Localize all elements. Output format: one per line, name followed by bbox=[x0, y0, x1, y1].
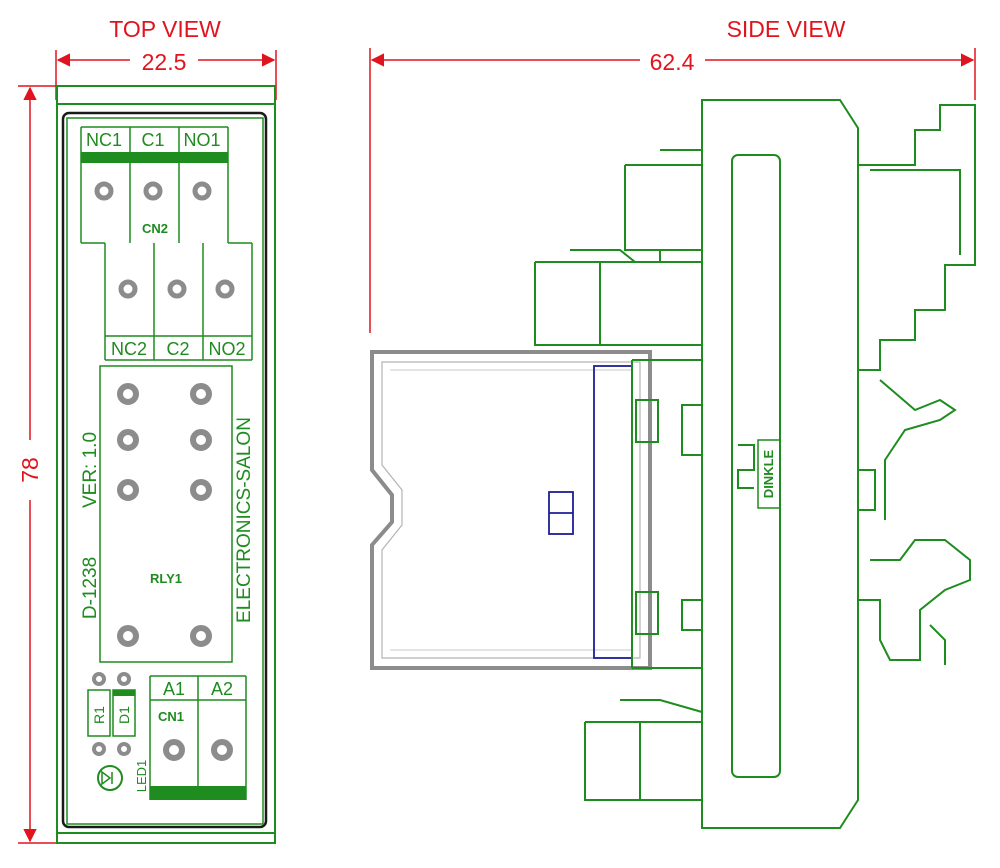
version-text: VER: 1.0 bbox=[80, 432, 101, 508]
dinkle-logo: DINKLE bbox=[737, 439, 781, 509]
terminal-screw-a2 bbox=[211, 739, 233, 761]
d1-label: D1 bbox=[116, 706, 132, 724]
terminal-screw-a1 bbox=[163, 739, 185, 761]
terminal-a1-label: A1 bbox=[163, 679, 185, 699]
top-view-housing bbox=[56, 85, 276, 844]
cn2-top-terminals: NC1 C1 NO1 CN2 bbox=[80, 126, 229, 244]
din-module-outline bbox=[534, 99, 976, 829]
terminal-no2-label: NO2 bbox=[208, 339, 245, 359]
relay-label: RLY1 bbox=[150, 571, 182, 586]
height-value: 78 bbox=[17, 457, 43, 483]
terminal-nc1-label: NC1 bbox=[86, 130, 122, 150]
width-dimension: 22.5 bbox=[55, 49, 277, 100]
relay-body bbox=[548, 365, 633, 659]
relay-cover bbox=[370, 350, 652, 670]
terminal-c1-label: C1 bbox=[141, 130, 164, 150]
depth-dimension: 62.4 bbox=[369, 48, 976, 333]
width-value: 22.5 bbox=[142, 49, 187, 75]
terminal-no1-label: NO1 bbox=[183, 130, 220, 150]
terminal-a2-label: A2 bbox=[211, 679, 233, 699]
height-dimension: 78 bbox=[17, 85, 58, 844]
cn2-label: CN2 bbox=[142, 221, 168, 236]
cn2-bottom-terminals: NC2 C2 NO2 bbox=[104, 242, 253, 361]
terminal-screw-c2 bbox=[167, 279, 187, 299]
terminal-screw-c1 bbox=[143, 181, 163, 201]
r1-label: R1 bbox=[91, 706, 107, 724]
cn1-terminals: A1 A2 CN1 bbox=[149, 675, 247, 800]
terminal-screw-nc1 bbox=[94, 181, 114, 201]
maker-text: ELECTRONICS-SALON bbox=[234, 417, 255, 623]
led1-label: LED1 bbox=[134, 760, 149, 793]
terminal-c2-label: C2 bbox=[166, 339, 189, 359]
part-number-text: D-1238 bbox=[80, 557, 101, 619]
cn1-label: CN1 bbox=[158, 709, 184, 724]
top-view-title: TOP VIEW bbox=[109, 16, 221, 42]
terminal-screw-nc2 bbox=[118, 279, 138, 299]
relay-footprint: RLY1 D-1238 VER: 1.0 ELECTRONICS-SALON bbox=[80, 365, 255, 663]
led1-outline bbox=[97, 765, 123, 791]
dinkle-text: DINKLE bbox=[761, 449, 776, 498]
depth-value: 62.4 bbox=[650, 49, 695, 75]
terminal-screw-no1 bbox=[192, 181, 212, 201]
terminal-screw-no2 bbox=[215, 279, 235, 299]
indicator-components: R1 D1 LED1 bbox=[87, 672, 149, 793]
side-view-title: SIDE VIEW bbox=[727, 16, 846, 42]
terminal-nc2-label: NC2 bbox=[111, 339, 147, 359]
